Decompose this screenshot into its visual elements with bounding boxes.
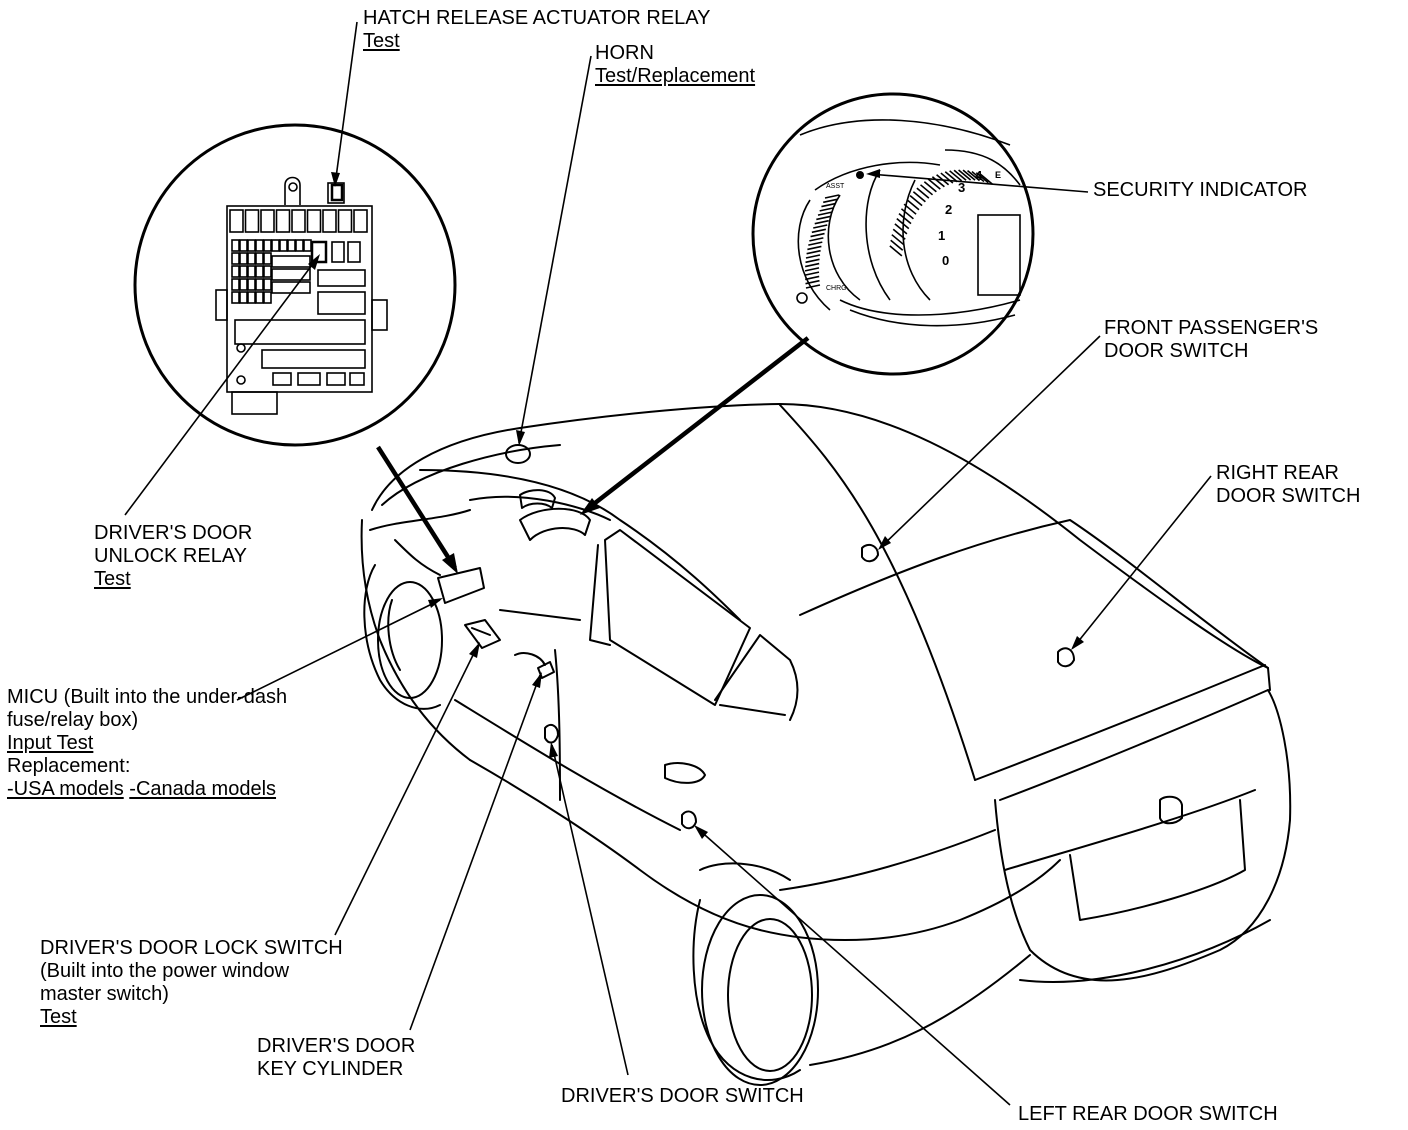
gauge-mark: E xyxy=(995,170,1001,180)
gauge-mark: 0 xyxy=(942,253,949,268)
hatch-release-relay-label: HATCH RELEASE ACTUATOR RELAY Test xyxy=(363,7,711,53)
drivers-door-switch-icon xyxy=(544,723,559,744)
unlock-relay-line2: UNLOCK RELAY xyxy=(94,545,248,567)
left-rear-door-switch-title: LEFT REAR DOOR SWITCH xyxy=(1018,1103,1278,1125)
front-passenger-door-switch-icon xyxy=(861,543,879,563)
fuse-box-magnifier-circle xyxy=(133,123,457,447)
left-rear-door-switch-icon xyxy=(681,810,697,830)
micu-box-icon xyxy=(437,567,485,604)
security-indicator-label: SECURITY INDICATOR xyxy=(1093,179,1307,202)
lock-switch-line1: DRIVER'S DOOR LOCK SWITCH xyxy=(40,937,343,959)
gauge-asst-text: ASST xyxy=(826,183,845,190)
right-rear-door-switch-icon xyxy=(1057,647,1075,668)
left-rear-door-switch-label: LEFT REAR DOOR SWITCH xyxy=(1018,1103,1278,1126)
gauge-cluster-detail-icon xyxy=(796,119,1021,327)
fuse-relay-box-icon xyxy=(215,176,388,415)
micu-usa-models-link[interactable]: -USA models xyxy=(7,778,124,800)
gauge-mark: 3 xyxy=(958,180,965,195)
lock-switch-line2: (Built into the power window xyxy=(40,960,290,982)
drivers-door-key-cylinder-label: DRIVER'S DOOR KEY CYLINDER xyxy=(257,1035,415,1081)
front-passenger-line2: DOOR SWITCH xyxy=(1104,340,1249,362)
drivers-door-lock-switch-label: DRIVER'S DOOR LOCK SWITCH (Built into th… xyxy=(40,937,343,1029)
gauge-mark: 4 xyxy=(975,168,983,183)
car-body xyxy=(360,403,1292,1086)
right-rear-line2: DOOR SWITCH xyxy=(1216,485,1361,507)
horn-icon xyxy=(505,444,531,464)
door-lock-switch-icon xyxy=(464,619,501,649)
gauge-chrg-text: CHRG xyxy=(826,285,847,292)
micu-line3: Replacement: xyxy=(7,755,131,777)
drivers-door-unlock-relay-label: DRIVER'S DOOR UNLOCK RELAY Test xyxy=(94,522,252,591)
micu-input-test-link[interactable]: Input Test xyxy=(7,732,94,754)
gauge-mark: 2 xyxy=(945,202,952,217)
horn-test-replacement-link[interactable]: Test/Replacement xyxy=(595,65,756,87)
micu-canada-models-link[interactable]: -Canada models xyxy=(129,778,277,800)
horn-title: HORN xyxy=(595,42,654,64)
micu-line1: MICU (Built into the under-dash xyxy=(7,686,288,708)
micu-label: MICU (Built into the under-dash fuse/rel… xyxy=(7,686,287,801)
unlock-relay-test-link[interactable]: Test xyxy=(94,568,131,590)
drivers-door-switch-label: DRIVER'S DOOR SWITCH xyxy=(561,1085,804,1108)
right-rear-door-switch-label: RIGHT REAR DOOR SWITCH xyxy=(1216,462,1360,508)
micu-line2: fuse/relay box) xyxy=(7,709,139,731)
drivers-door-switch-title: DRIVER'S DOOR SWITCH xyxy=(561,1085,804,1107)
horn-label: HORN Test/Replacement xyxy=(595,42,755,88)
lock-switch-test-link[interactable]: Test xyxy=(40,1006,77,1028)
right-rear-line1: RIGHT REAR xyxy=(1216,462,1339,484)
gauge-magnifier-circle xyxy=(751,92,1035,376)
hatch-release-relay-test-link[interactable]: Test xyxy=(363,30,400,52)
front-passenger-line1: FRONT PASSENGER'S xyxy=(1104,317,1319,339)
leader-lines xyxy=(124,21,1212,1106)
gauge-mark: 1 xyxy=(938,228,945,243)
key-cylinder-line1: DRIVER'S DOOR xyxy=(257,1035,416,1057)
key-cylinder-line2: KEY CYLINDER xyxy=(257,1058,404,1080)
lock-switch-line3: master switch) xyxy=(40,983,169,1005)
front-passenger-door-switch-label: FRONT PASSENGER'S DOOR SWITCH xyxy=(1104,317,1318,363)
hatch-release-relay-title: HATCH RELEASE ACTUATOR RELAY xyxy=(363,7,711,29)
unlock-relay-line1: DRIVER'S DOOR xyxy=(94,522,253,544)
gauge-cluster-icon xyxy=(519,507,591,541)
security-indicator-title: SECURITY INDICATOR xyxy=(1093,179,1308,201)
